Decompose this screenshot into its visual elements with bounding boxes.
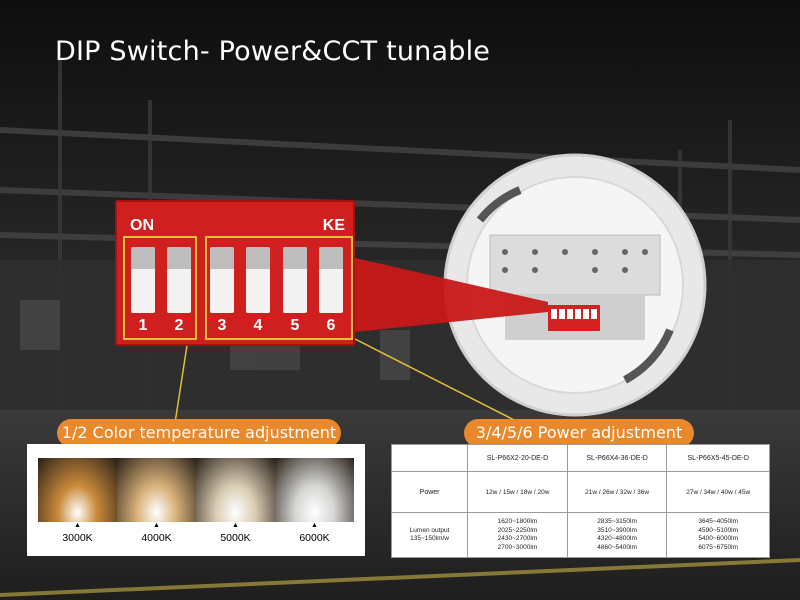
table-corner-cell [390, 444, 469, 472]
cct-value: 5000K [220, 532, 251, 544]
cct-swatch-4000k [117, 458, 196, 522]
lumen-value: 2835~3150lm [597, 518, 637, 525]
lumen-cell: 3645~4050lm 4590~5100lm 5400~6000lm 6075… [666, 512, 770, 558]
power-cell: 21w / 26w / 32w / 36w [566, 471, 668, 513]
cct-switch-group [123, 236, 197, 340]
lumen-value: 6075~6750lm [698, 543, 738, 551]
dip-switch: ON KE 1 2 3 4 5 6 [115, 200, 355, 346]
dip-switch-6[interactable] [319, 247, 343, 313]
cct-value: 6000K [299, 532, 330, 544]
power-cell: 12w / 15w / 18w / 20w [467, 471, 568, 513]
model-header: SL-P66X2-20-DE-D [467, 444, 568, 472]
cct-swatch-6000k [275, 458, 354, 522]
dip-switch-number: 1 [138, 317, 148, 334]
page-title: DIP Switch- Power&CCT tunable [55, 36, 491, 67]
lumen-value: 5400~6000lm [698, 535, 738, 542]
dip-switch-number: 6 [326, 317, 336, 334]
lumen-value: 2700~3000lm [497, 543, 538, 551]
lumen-value: 2025~2250lm [497, 526, 538, 534]
power-table: SL-P66X2-20-DE-D SL-P66X4-36-DE-D SL-P66… [390, 444, 770, 558]
dip-switch-number: 5 [290, 317, 300, 334]
triangle-marker-icon: ▲ [74, 522, 81, 529]
lumen-value: 4590~5100lm [698, 526, 738, 534]
lamp-illustration [443, 153, 707, 417]
lumen-value: 3645~4050lm [698, 518, 738, 525]
lumen-value: 1620~1800lm [497, 518, 538, 525]
model-header: SL-P66X5-45-DE-D [666, 444, 770, 472]
cct-swatch-3000k [38, 458, 117, 522]
lumen-value: 4860~5400lm [597, 543, 637, 551]
power-row-header: Power [390, 471, 469, 513]
dip-switch-4[interactable] [246, 247, 270, 313]
dip-switch-5[interactable] [283, 247, 307, 313]
lumen-cell: 2835~3150lm 3510~3900lm 4320~4800lm 4860… [566, 512, 668, 558]
table-row: Power 12w / 15w / 18w / 20w 21w / 26w / … [390, 471, 770, 513]
lumen-value: 4320~4800lm [597, 535, 637, 542]
lumen-row-header: Lumen output 135~150lm/w [390, 512, 469, 558]
lumen-cell: 1620~1800lm 2025~2250lm 2430~2700lm 2700… [467, 512, 568, 558]
dip-switch-1[interactable] [131, 247, 155, 313]
cct-value: 3000K [62, 532, 93, 544]
lumen-label: Lumen output [409, 526, 450, 534]
power-switch-group [205, 236, 353, 340]
table-header-row: SL-P66X2-20-DE-D SL-P66X4-36-DE-D SL-P66… [390, 444, 770, 472]
power-cell: 27w / 34w / 40w / 45w [666, 471, 770, 513]
dip-switch-number: 3 [217, 317, 227, 334]
model-header: SL-P66X4-36-DE-D [566, 444, 668, 472]
cct-swatch-5000k [196, 458, 275, 522]
triangle-marker-icon: ▲ [232, 522, 239, 529]
dip-on-label: ON [130, 217, 154, 234]
lumen-efficacy: 135~150lm/w [410, 535, 449, 542]
lumen-value: 3510~3900lm [597, 526, 637, 534]
cct-adjustment-label: 1/2 Color temperature adjustment [57, 419, 341, 447]
cct-value: 4000K [141, 532, 172, 544]
dip-ke-label: KE [322, 217, 345, 234]
table-row: Lumen output 135~150lm/w 1620~1800lm 202… [390, 512, 770, 558]
power-adjustment-label: 3/4/5/6 Power adjustment [464, 419, 694, 447]
dip-switch-number: 2 [174, 317, 184, 334]
dip-switch-3[interactable] [210, 247, 234, 313]
lumen-value: 2430~2700lm [497, 535, 538, 542]
dip-switch-number: 4 [253, 317, 263, 334]
cct-strip [38, 458, 354, 522]
triangle-marker-icon: ▲ [153, 522, 160, 529]
triangle-marker-icon: ▲ [311, 522, 318, 529]
dip-switch-2[interactable] [167, 247, 191, 313]
